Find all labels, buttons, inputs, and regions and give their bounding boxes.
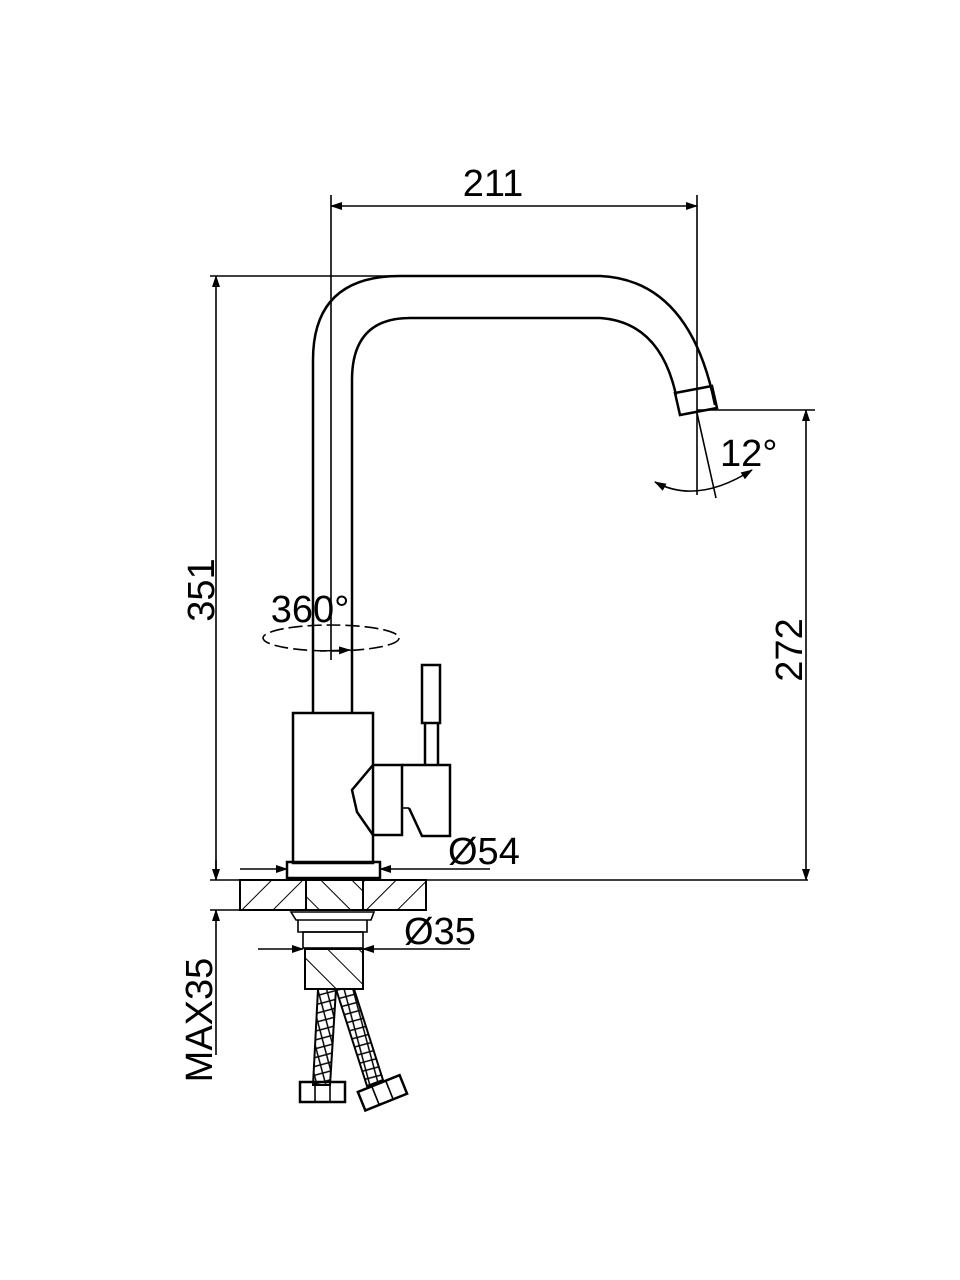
dimension-spout-height: 272 — [697, 409, 815, 881]
base-diameter-label: Ø54 — [448, 831, 520, 873]
spout-angle-label: 12° — [720, 433, 777, 475]
faucet-body — [285, 663, 452, 880]
spout-height-label: 272 — [769, 618, 811, 681]
shank — [304, 948, 364, 990]
dimension-total-height: 351 — [181, 275, 410, 881]
dimension-spout-angle: 12° — [654, 412, 777, 499]
shank-diameter-label: Ø35 — [404, 911, 476, 953]
dimension-max-counter-thickness: MAX35 — [179, 860, 221, 1082]
spout — [311, 274, 719, 713]
max-thickness-label: MAX35 — [179, 958, 221, 1083]
supply-hoses — [298, 988, 409, 1113]
spout-reach-label: 211 — [463, 163, 524, 205]
dimension-base-diameter: Ø54 — [240, 831, 520, 873]
dimension-swivel: 360° — [262, 589, 400, 655]
countertop-section — [210, 879, 808, 949]
dimension-spout-reach: 211 — [330, 163, 698, 660]
total-height-label: 351 — [181, 558, 223, 621]
dimension-shank-diameter: Ø35 — [258, 911, 476, 953]
swivel-label: 360° — [271, 589, 350, 631]
